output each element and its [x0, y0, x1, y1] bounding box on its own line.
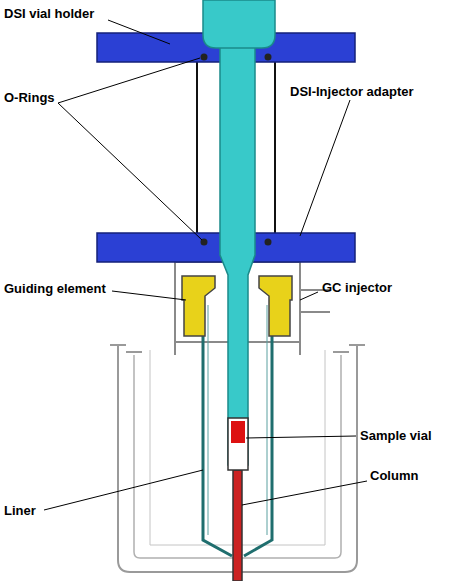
leader-line: [300, 292, 318, 300]
part-label: DSI vial holder: [4, 6, 94, 21]
shaft-cap: [203, 0, 275, 48]
sample-vial: [228, 418, 248, 470]
leader-line: [58, 103, 202, 240]
part-label: DSI-Injector adapter: [290, 84, 414, 99]
vial-shaft: [220, 45, 255, 465]
leader-line: [242, 481, 367, 505]
part-label: Liner: [4, 503, 36, 518]
part-label: Column: [370, 468, 418, 483]
part-label: Sample vial: [360, 428, 432, 443]
leader-line: [44, 470, 203, 510]
guiding-element: [182, 276, 215, 336]
sample-fill: [231, 421, 245, 443]
leader-line: [246, 436, 356, 438]
part-label: O-Rings: [4, 90, 55, 105]
o-ring: [265, 239, 272, 246]
leader-line: [108, 20, 170, 44]
leader-line: [300, 100, 350, 236]
o-ring: [265, 54, 272, 61]
part-label: Guiding element: [4, 281, 106, 296]
guiding-element: [259, 276, 292, 336]
column-tube: [233, 470, 242, 581]
o-ring: [201, 54, 208, 61]
leader-line: [112, 291, 186, 300]
leader-line: [58, 58, 200, 103]
part-label: GC injector: [322, 280, 392, 295]
